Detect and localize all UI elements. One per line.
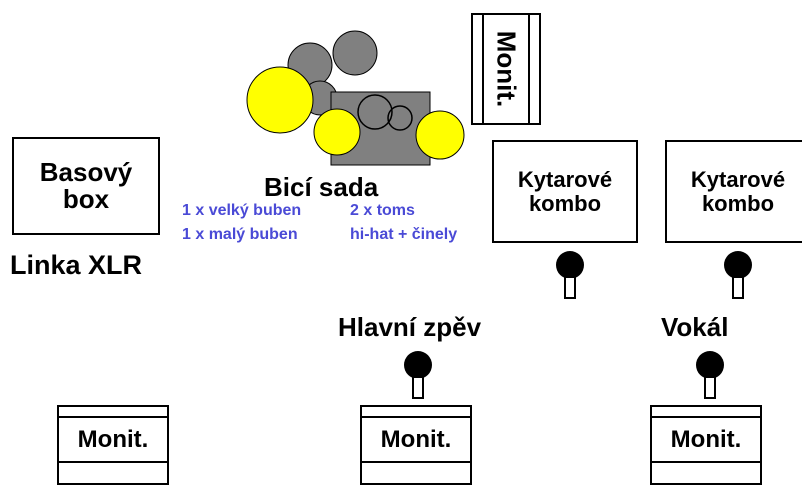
drum-monitor: Monit. xyxy=(471,13,541,125)
microphone-icon xyxy=(696,351,724,399)
guitar-combo-2-label: Kytarové kombo xyxy=(690,167,786,216)
microphone-icon xyxy=(724,251,752,299)
bass-line-label: Linka XLR xyxy=(10,250,143,280)
lead-vocal-label: Hlavní zpěv xyxy=(338,312,482,342)
bass-box: Basový box xyxy=(12,137,160,235)
guitar-combo-2: Kytarové kombo xyxy=(665,140,802,243)
cymbal-icon xyxy=(246,66,314,134)
monitor-right: Monit. xyxy=(650,405,762,485)
drum-kit xyxy=(246,30,465,166)
floor-tom xyxy=(387,105,413,131)
monitor-label: Monit. xyxy=(491,30,522,108)
cymbal-icon xyxy=(313,108,361,156)
monitor-edge xyxy=(473,15,484,123)
monitor-edge xyxy=(362,461,470,472)
drum-note-right-2: hi-hat + činely xyxy=(350,226,458,243)
drum-note-right-1: 2 x toms xyxy=(350,202,415,219)
monitor-edge xyxy=(59,407,167,418)
monitor-edge xyxy=(362,407,470,418)
microphone-icon xyxy=(556,251,584,299)
monitor-label: Monit. xyxy=(380,426,452,453)
guitar-combo-1: Kytarové kombo xyxy=(492,140,638,243)
microphone-icon xyxy=(404,351,432,399)
cymbal-icon xyxy=(415,110,465,160)
monitor-label: Monit. xyxy=(77,426,149,453)
monitor-edge xyxy=(59,461,167,472)
guitar-combo-1-label: Kytarové kombo xyxy=(517,167,613,216)
snare-drum xyxy=(357,94,393,130)
tom-drum xyxy=(332,30,378,76)
backing-vocal-label: Vokál xyxy=(661,312,729,342)
drum-note-left-1: 1 x velký buben xyxy=(182,202,302,219)
monitor-label: Monit. xyxy=(670,426,742,453)
monitor-edge xyxy=(528,15,539,123)
bass-box-label: Basový box xyxy=(39,156,133,214)
monitor-center: Monit. xyxy=(360,405,472,485)
drum-kit-title: Bicí sada xyxy=(264,172,379,202)
monitor-edge xyxy=(652,407,760,418)
drum-note-left-2: 1 x malý buben xyxy=(182,226,298,243)
monitor-left: Monit. xyxy=(57,405,169,485)
monitor-edge xyxy=(652,461,760,472)
